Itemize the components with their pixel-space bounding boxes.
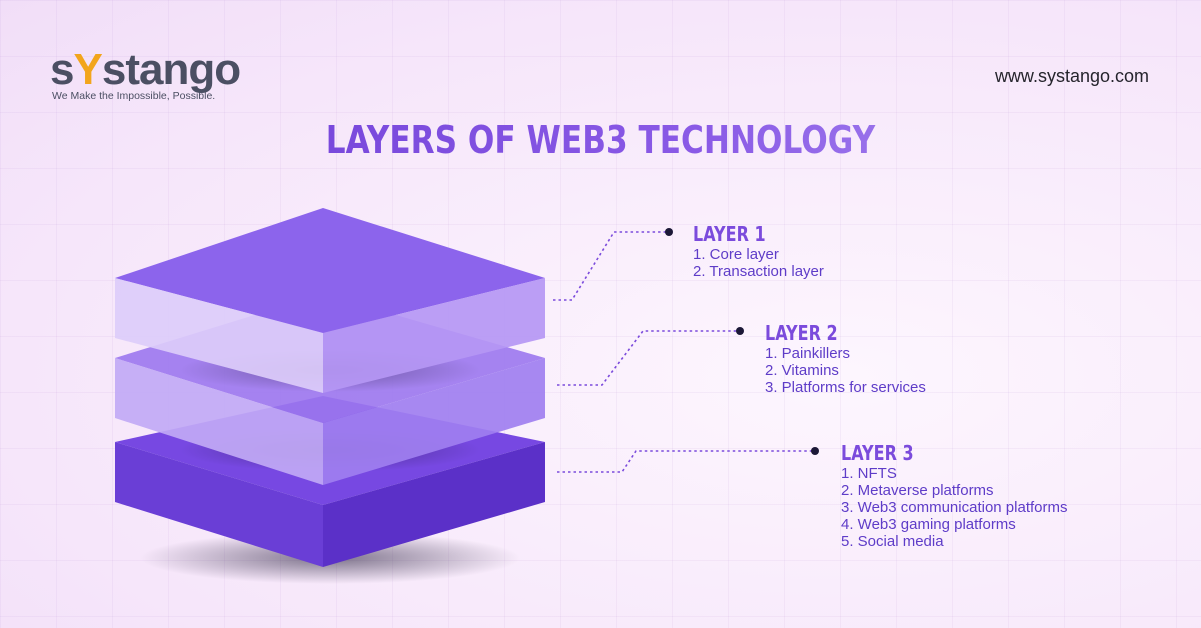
connector-layer-1 bbox=[553, 232, 668, 300]
layer-2-item: 3. Platforms for services bbox=[765, 379, 926, 396]
connector-dot-3 bbox=[811, 447, 819, 455]
layer-1-info: LAYER 1 1. Core layer 2. Transaction lay… bbox=[693, 222, 824, 280]
layer-1-item: 1. Core layer bbox=[693, 246, 824, 263]
layer-3-item: 4. Web3 gaming platforms bbox=[841, 516, 1068, 533]
layer-3-item: 3. Web3 communication platforms bbox=[841, 499, 1068, 516]
layer-3-info: LAYER 3 1. NFTS 2. Metaverse platforms 3… bbox=[841, 441, 1068, 550]
connector-dot-1 bbox=[665, 228, 673, 236]
layer-3-item: 1. NFTS bbox=[841, 465, 1068, 482]
layer-2-item: 1. Painkillers bbox=[765, 345, 926, 362]
connector-dot-2 bbox=[736, 327, 744, 335]
layer-2-info: LAYER 2 1. Painkillers 2. Vitamins 3. Pl… bbox=[765, 321, 926, 396]
layer-2-heading: LAYER 2 bbox=[765, 321, 894, 345]
layer-3-heading: LAYER 3 bbox=[841, 441, 1022, 465]
layer-1-heading: LAYER 1 bbox=[693, 222, 798, 246]
layer-1-item: 2. Transaction layer bbox=[693, 263, 824, 280]
layer-3-item: 5. Social media bbox=[841, 533, 1068, 550]
connector-layer-3 bbox=[557, 451, 813, 472]
connector-layer-2 bbox=[557, 331, 738, 385]
layer-3-item: 2. Metaverse platforms bbox=[841, 482, 1068, 499]
layer-2-item: 2. Vitamins bbox=[765, 362, 926, 379]
